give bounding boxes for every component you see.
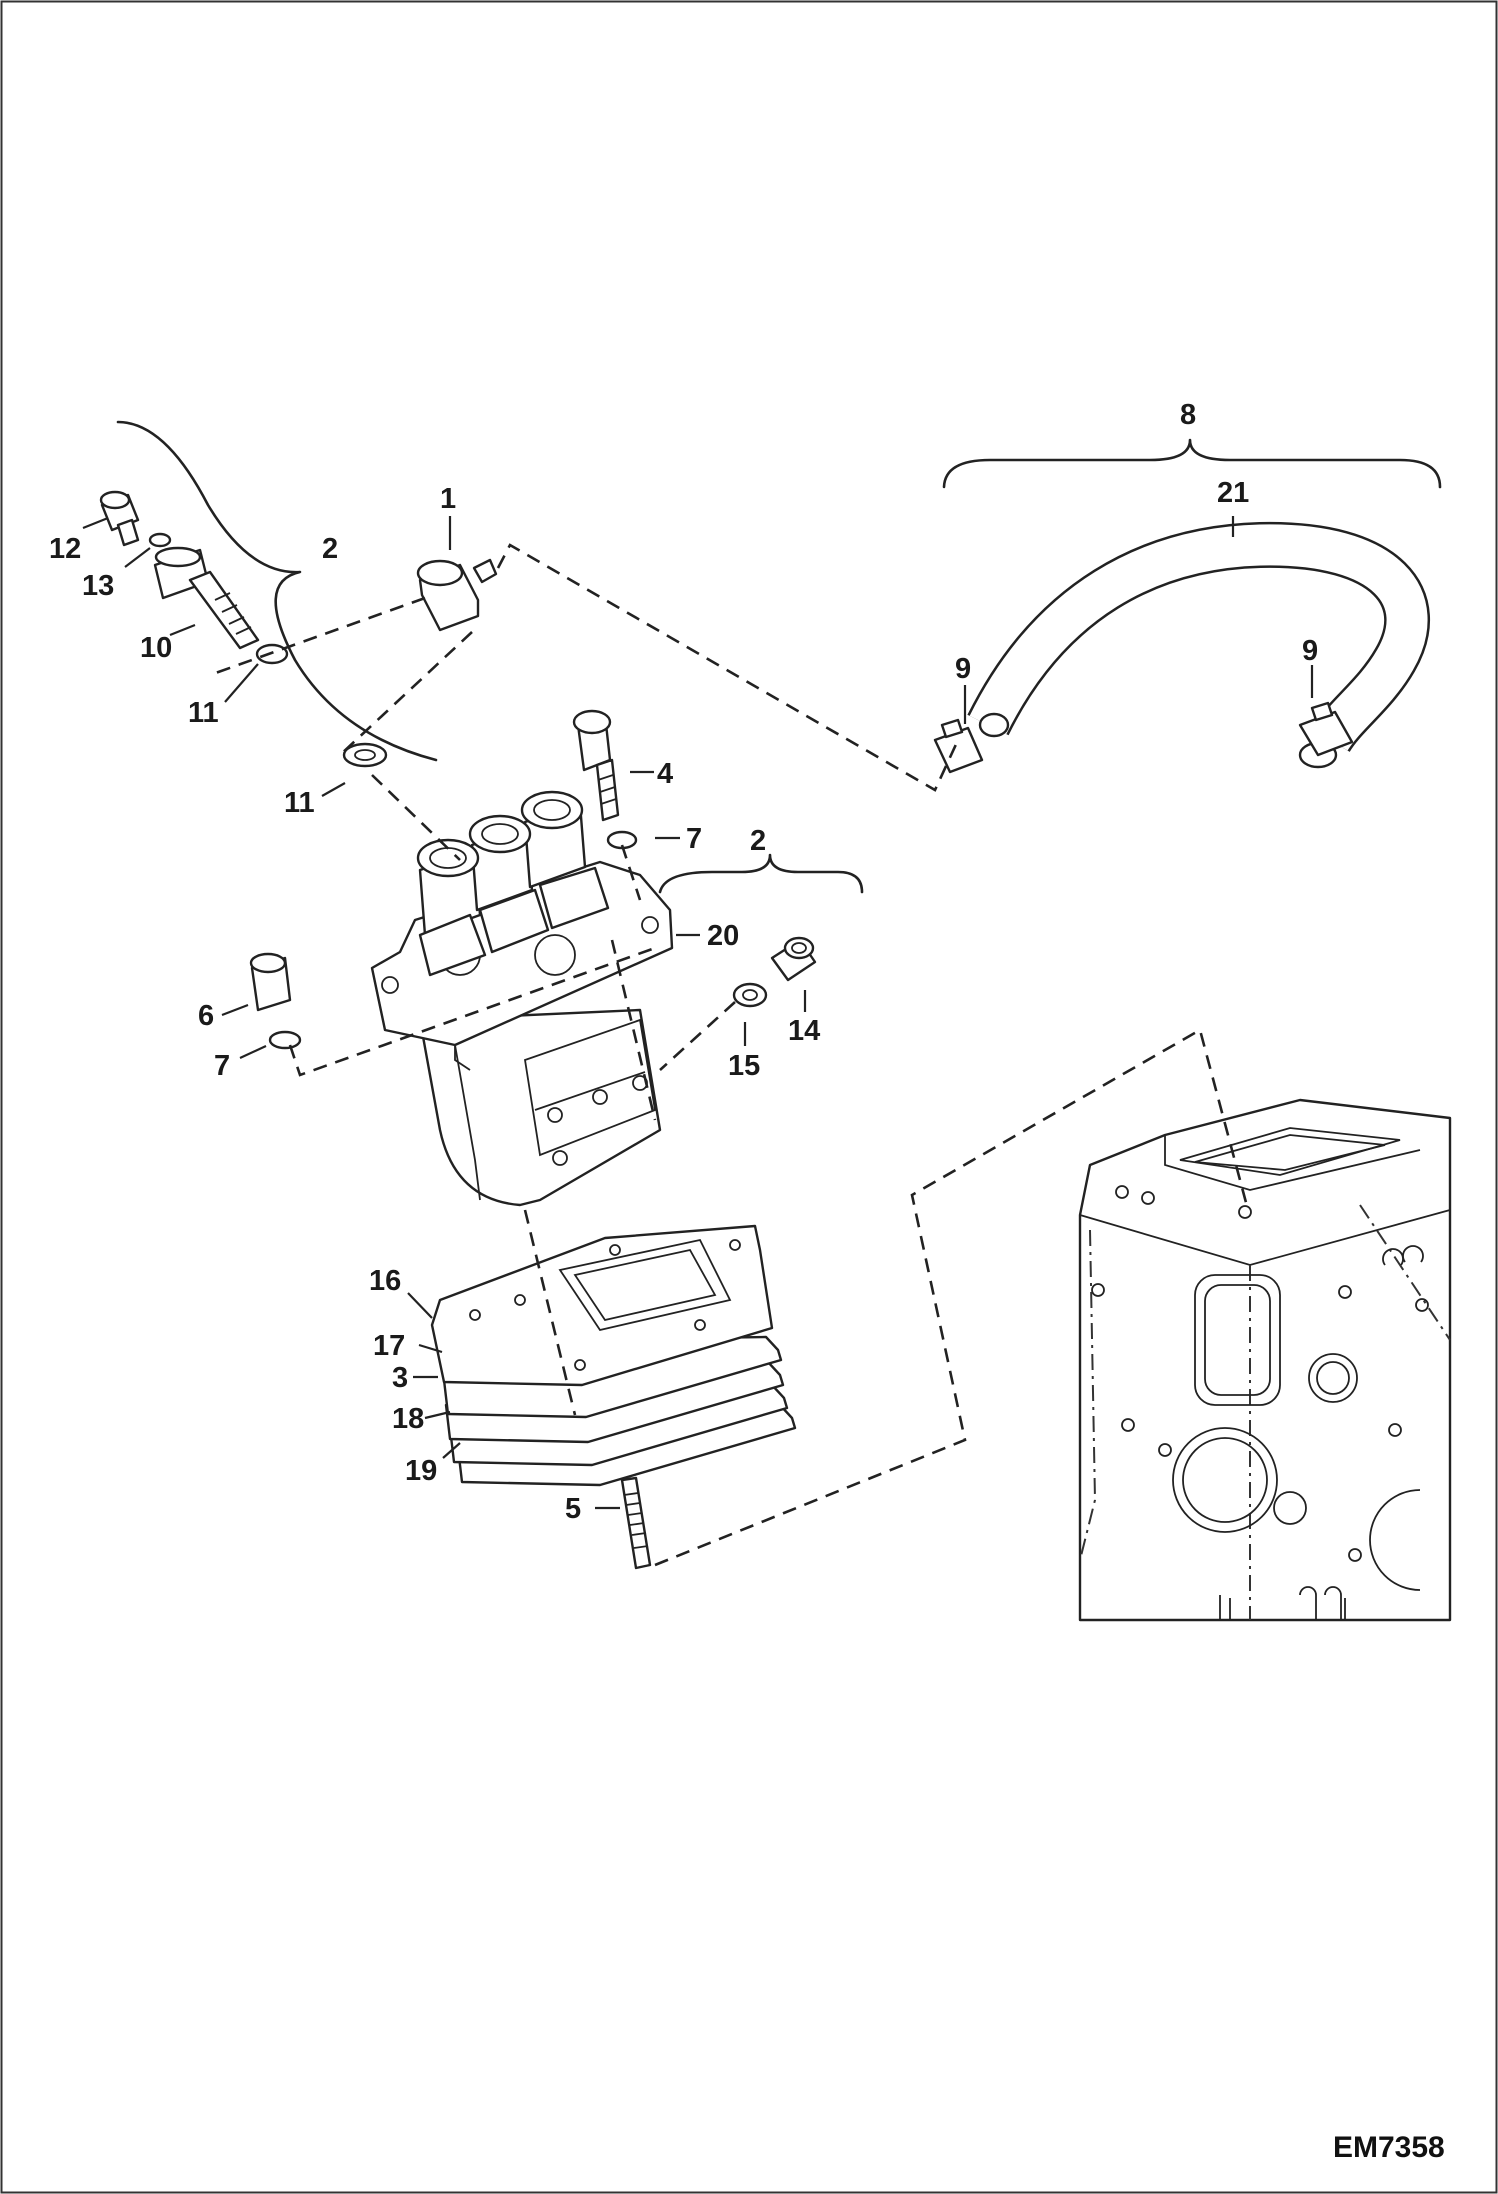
callout-3: 3 [392,1362,408,1394]
callout-9-left: 9 [955,653,971,685]
assembly-lines [209,543,1250,1567]
callout-6: 6 [198,1000,214,1032]
figure-id: EM7358 [1333,2131,1445,2164]
brace-2-upper [116,420,438,762]
callout-4: 4 [657,758,673,790]
callout-2-upper: 2 [322,533,338,565]
bleeder-screw [572,709,620,822]
callout-12: 12 [49,533,81,565]
callout-18: 18 [392,1403,424,1435]
hose-clamp-right [1298,701,1354,757]
callout-11-lower: 11 [284,787,315,819]
callout-15: 15 [728,1050,760,1082]
callout-5: 5 [565,1493,581,1525]
callout-16: 16 [369,1265,401,1297]
leader-lines [82,516,1314,1510]
hollow-bolt [99,490,140,547]
washer-15-hole [742,989,758,1001]
brace-8 [942,438,1442,489]
banjo-fitting [153,546,260,650]
washer-11-lower-hole [354,749,376,761]
plug-14 [770,936,817,982]
washer-left [268,1030,302,1050]
gasket-stack [430,1224,797,1487]
callout-20: 20 [707,920,739,952]
callout-8: 8 [1180,399,1196,431]
washer-13 [148,532,172,548]
callout-10: 10 [140,632,172,664]
callout-7-left: 7 [214,1050,230,1082]
stud [620,1476,652,1570]
callout-11-upper: 11 [188,697,219,729]
callout-13: 13 [82,570,114,602]
callout-14: 14 [788,1015,820,1047]
fuel-connector [416,558,498,632]
callout-21: 21 [1217,477,1249,509]
callout-2-lower: 2 [750,825,766,857]
washer-15 [732,982,768,1008]
callout-1: 1 [440,483,456,515]
callout-7-right: 7 [686,823,702,855]
engine-block [1078,1098,1452,1622]
callout-17: 17 [373,1330,405,1362]
callout-labels: 1 2 2 3 4 5 6 7 7 8 9 9 10 11 11 12 13 1… [49,399,1318,1525]
hose-clamp-left [933,718,984,774]
brace-2-lower [658,853,864,894]
washer-11-lower [342,742,388,768]
callout-19: 19 [405,1455,437,1487]
callout-9-right: 9 [1302,635,1318,667]
injection-pump [370,790,674,1207]
plug [249,952,292,1012]
